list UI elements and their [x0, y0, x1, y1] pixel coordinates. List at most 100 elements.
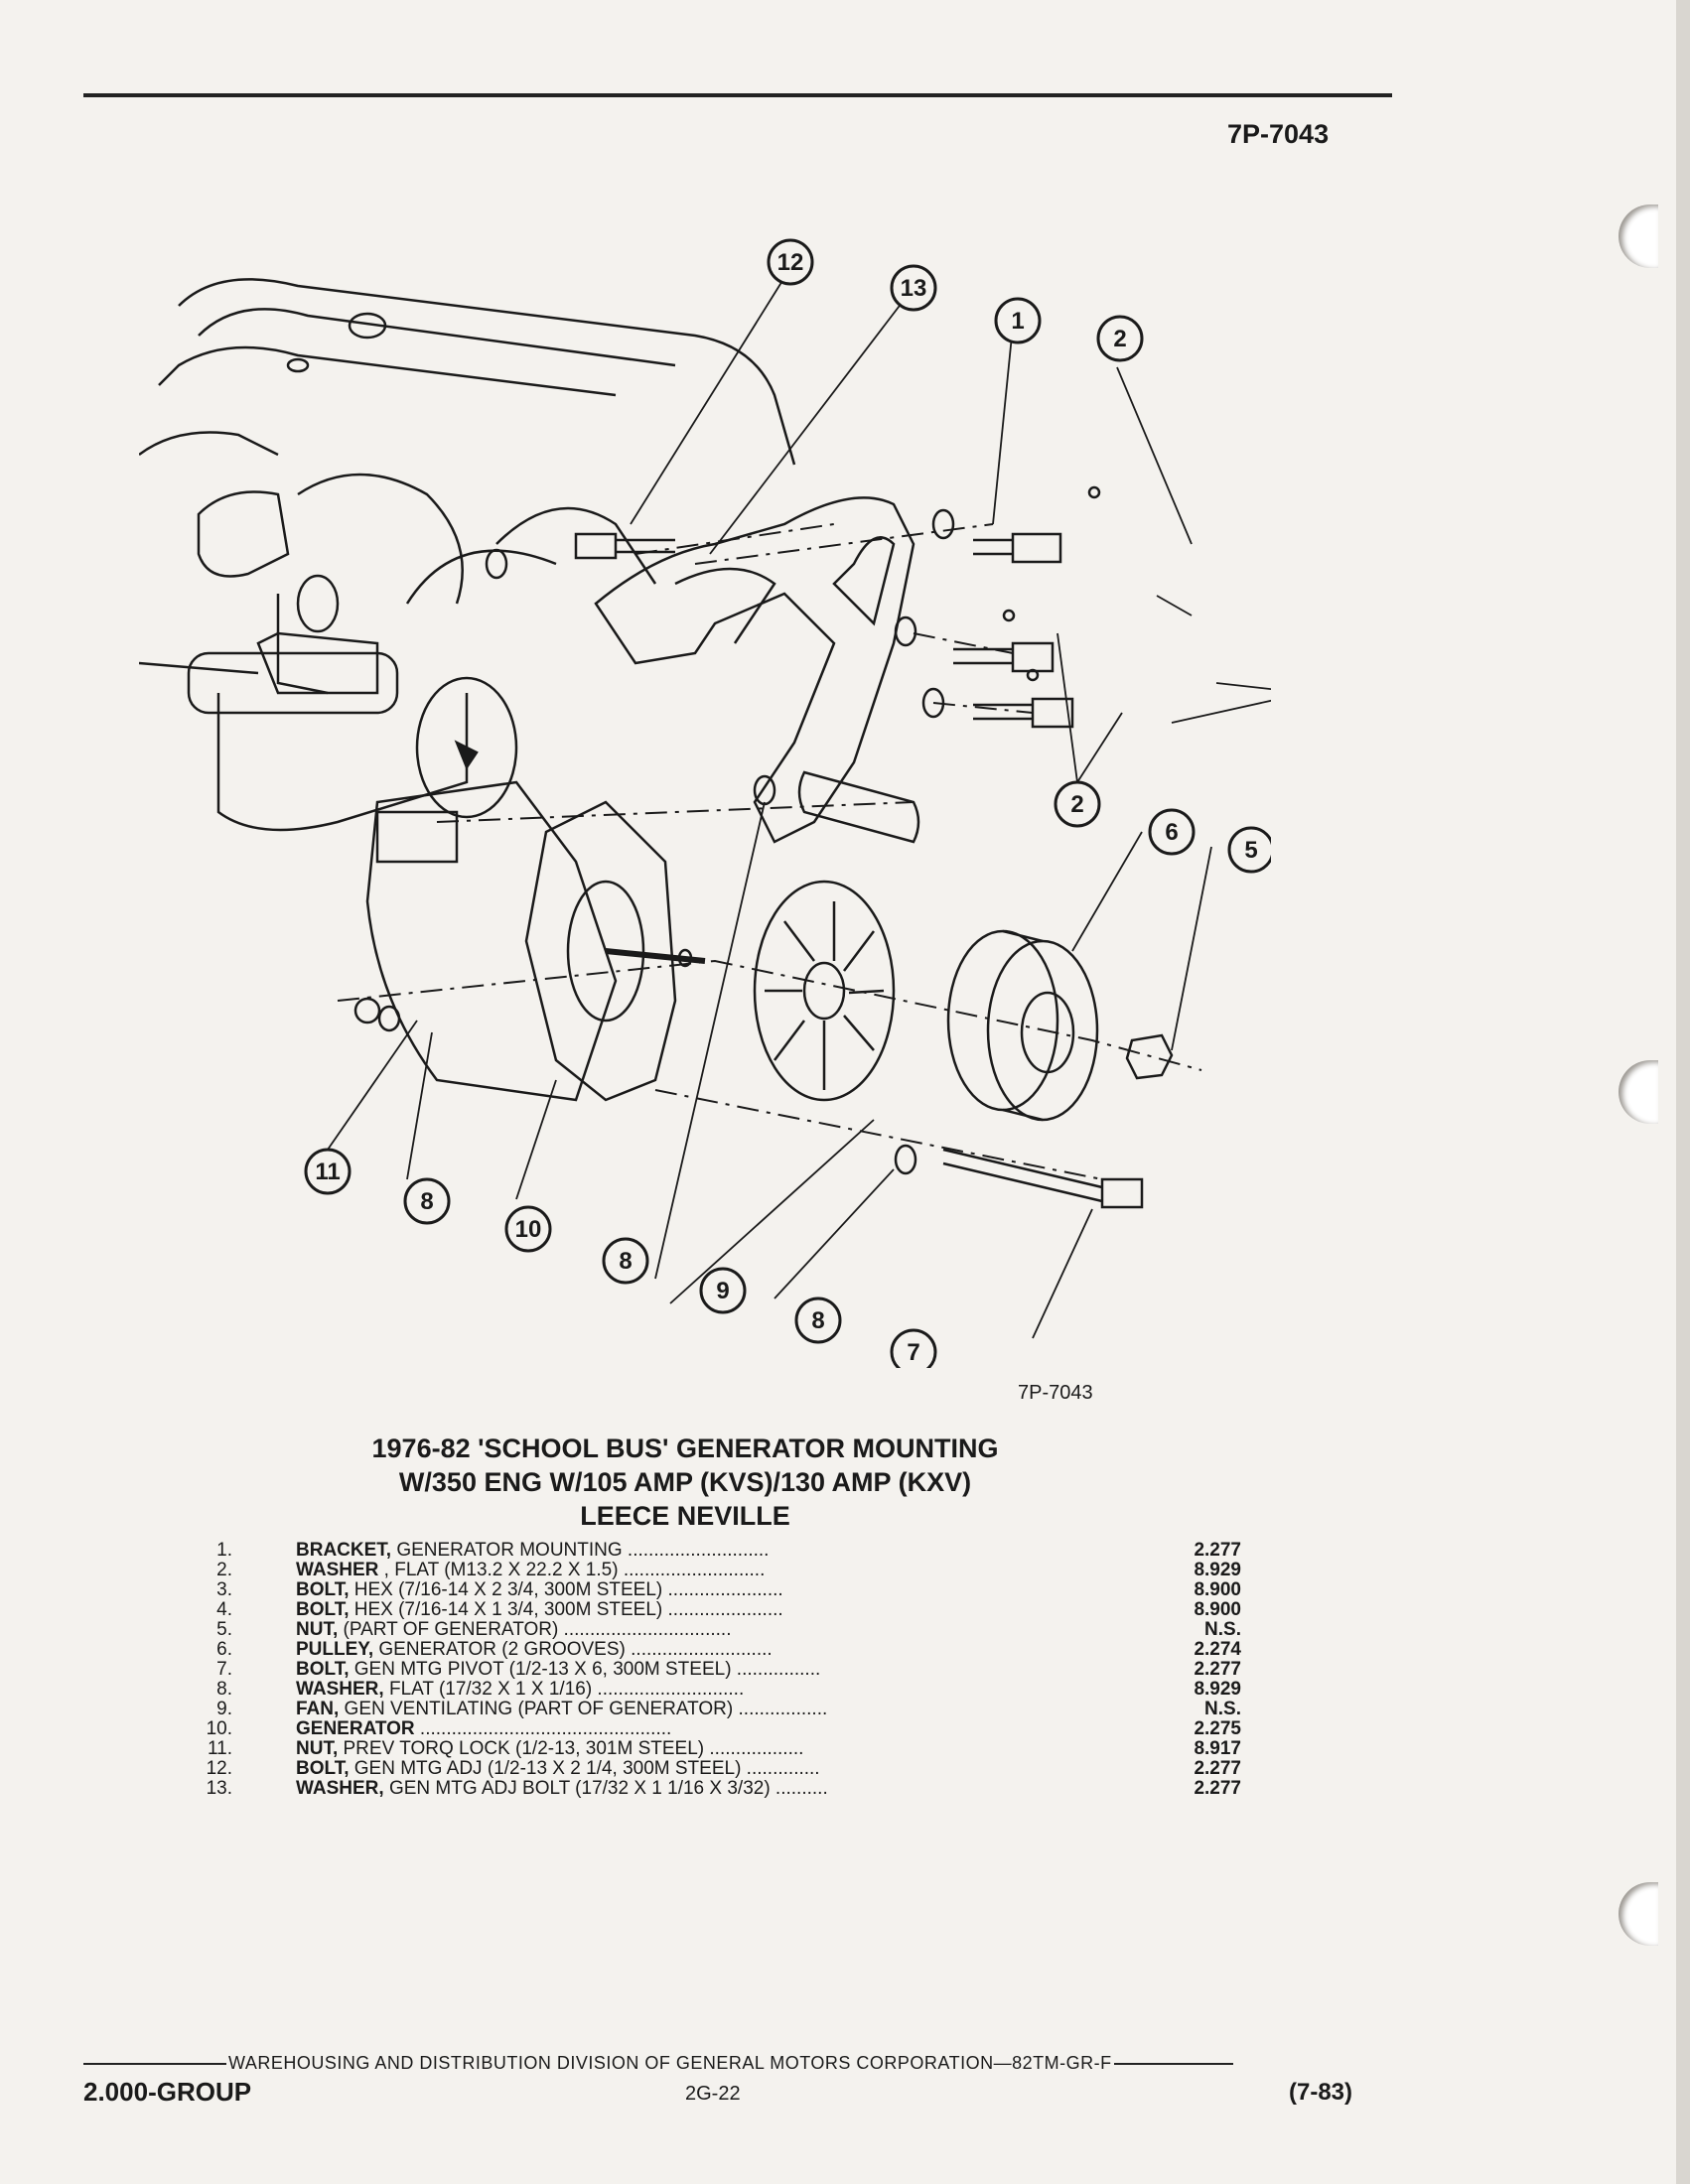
callout-circle-7 [890, 1328, 937, 1368]
callout-8-right: 8 [811, 1307, 824, 1334]
footer-dash-right [1113, 2062, 1233, 2065]
part-detail: GENERATOR MOUNTING [391, 1541, 623, 1561]
part-number: 1. [216, 1540, 232, 1561]
part-name: BOLT, [296, 1580, 350, 1600]
parts-row: 4.BOLT, HEX (7/16-14 X 1 3/4, 300M STEEL… [169, 1600, 1241, 1620]
part-group-code: 2.277 [1194, 1758, 1241, 1779]
engine-block-drawing [139, 278, 796, 832]
part-number: 2. [216, 1560, 232, 1580]
part-description: NUT, (PART OF GENERATOR) ...............… [296, 1620, 1176, 1640]
part-description: NUT, PREV TORQ LOCK (1/2-13, 301M STEEL)… [296, 1739, 1176, 1759]
part-leader-dots: .............. [741, 1759, 820, 1779]
part-detail: GEN MTG ADJ (1/2-13 X 2 1/4, 300M STEEL) [349, 1759, 742, 1779]
part-leader-dots: ................ [731, 1660, 821, 1680]
part-leader-dots: ........................... [625, 1640, 773, 1660]
part-detail: GEN MTG ADJ BOLT (17/32 X 1 1/16 X 3/32) [383, 1779, 771, 1799]
callout-5: 5 [1244, 837, 1257, 864]
bracket-drawing [594, 485, 1101, 844]
part-leader-dots: .................. [704, 1739, 804, 1759]
part-name: BOLT, [296, 1660, 350, 1680]
part-name: WASHER, [296, 1779, 384, 1799]
callout-circle-2-top [1096, 315, 1144, 362]
callout-circle-11 [304, 1148, 352, 1195]
part-detail: (PART OF GENERATOR) [338, 1620, 559, 1640]
binder-hole-bottom [1619, 1882, 1658, 1946]
callout-1: 1 [1011, 308, 1024, 335]
callout-circle-8-left [403, 1177, 451, 1225]
part-description: GENERATOR ..............................… [296, 1719, 1176, 1739]
part-description: WASHER , FLAT (M13.2 X 22.2 X 1.5) .....… [296, 1561, 1176, 1580]
group-label: 2.000-GROUP [83, 2077, 252, 2107]
part-detail: GEN VENTILATING (PART OF GENERATOR) [339, 1700, 734, 1719]
part-group-code: 8.917 [1194, 1738, 1241, 1759]
part-name: PULLEY, [296, 1640, 374, 1660]
part-leader-dots: ........................... [618, 1561, 766, 1580]
callout-11: 11 [315, 1159, 340, 1185]
part-description: BRACKET, GENERATOR MOUNTING ............… [296, 1541, 1176, 1561]
parts-row: 7.BOLT, GEN MTG PIVOT (1/2-13 X 6, 300M … [169, 1660, 1241, 1680]
part-number: 11. [207, 1738, 232, 1759]
callout-circle-1 [994, 297, 1042, 344]
part-name: WASHER, [296, 1680, 384, 1700]
pulley-drawing [946, 929, 1099, 1122]
part-group-code: 2.277 [1194, 1778, 1241, 1799]
parts-row: 1. BRACKET, GENERATOR MOUNTING ..........… [169, 1541, 1241, 1561]
alignment-lines [337, 523, 1202, 1180]
part-number: 6. [216, 1639, 232, 1660]
callout-2-bottom: 2 [1070, 791, 1083, 818]
part-description: BOLT, HEX (7/16-14 X 2 3/4, 300M STEEL) … [296, 1580, 1176, 1600]
footer-text: WAREHOUSING AND DISTRIBUTION DIVISION OF… [228, 2053, 1112, 2073]
part-group-code: 2.275 [1194, 1718, 1241, 1739]
binder-hole-top [1619, 205, 1658, 268]
part-description: WASHER, GEN MTG ADJ BOLT (17/32 X 1 1/16… [296, 1779, 1176, 1799]
part-number: 13. [206, 1778, 232, 1799]
section-title: 1976-82 'SCHOOL BUS' GENERATOR MOUNTING … [238, 1432, 1132, 1533]
parts-row: 12.BOLT, GEN MTG ADJ (1/2-13 X 2 1/4, 30… [169, 1759, 1241, 1779]
parts-row: 9.FAN, GEN VENTILATING (PART OF GENERATO… [169, 1700, 1241, 1719]
part-detail: GEN MTG PIVOT (1/2-13 X 6, 300M STEEL) [349, 1660, 732, 1680]
parts-row: 2. WASHER , FLAT (M13.2 X 22.2 X 1.5) ...… [169, 1561, 1241, 1580]
header-rule [83, 93, 1392, 97]
part-name: BOLT, [296, 1600, 350, 1620]
callout-labels: 12 13 1 2 3 4 2 6 5 11 8 10 8 9 8 7 [315, 249, 1257, 1366]
bolts-drawing [574, 532, 1144, 1209]
callout-10: 10 [515, 1216, 542, 1243]
page-reference-code: 7P-7043 [1227, 119, 1330, 149]
part-name: NUT, [296, 1739, 339, 1759]
callout-8-left: 8 [420, 1188, 433, 1215]
footer-dash-left [83, 2062, 226, 2065]
part-group-code: 2.274 [1194, 1639, 1241, 1660]
parts-list: 1. BRACKET, GENERATOR MOUNTING ..........… [169, 1541, 1241, 1799]
spacer-drawing [797, 770, 920, 844]
part-detail: , FLAT (M13.2 X 22.2 X 1.5) [378, 1561, 619, 1580]
callout-6: 6 [1165, 819, 1178, 846]
part-group-code: 8.929 [1194, 1679, 1241, 1700]
part-number: 3. [216, 1579, 232, 1600]
binder-hole-middle [1619, 1060, 1658, 1124]
part-name: FAN, [296, 1700, 340, 1719]
callout-circle-6 [1148, 808, 1196, 856]
page-edge [1676, 0, 1690, 2184]
callout-circle-8-middle [602, 1237, 649, 1285]
part-number: 8. [216, 1679, 232, 1700]
part-description: WASHER, FLAT (17/32 X 1 X 1/16) ........… [296, 1680, 1176, 1700]
parts-row: 5. NUT, (PART OF GENERATOR) .............… [169, 1620, 1241, 1640]
revision-date: (7-83) [1289, 2079, 1353, 2106]
parts-row: 3. BOLT, HEX (7/16-14 X 2 3/4, 300M STEEL… [169, 1580, 1241, 1600]
generator-drawing [353, 780, 706, 1102]
parts-row: 11. NUT, PREV TORQ LOCK (1/2-13, 301M STE… [169, 1739, 1241, 1759]
part-group-code: 8.900 [1194, 1579, 1241, 1600]
parts-row: 10.GENERATOR ...........................… [169, 1719, 1241, 1739]
callout-circle-10 [504, 1205, 552, 1253]
part-leader-dots: .......... [770, 1779, 828, 1799]
callout-2-top: 2 [1113, 326, 1126, 352]
part-number: 5. [216, 1619, 232, 1640]
part-name: GENERATOR [296, 1719, 415, 1739]
part-name: WASHER [296, 1561, 379, 1580]
part-group-code: 8.900 [1194, 1599, 1241, 1620]
part-leader-dots: ................. [733, 1700, 828, 1719]
part-description: PULLEY, GENERATOR (2 GROOVES) ..........… [296, 1640, 1176, 1660]
part-group-code: 8.929 [1194, 1560, 1241, 1580]
part-group-code: 2.277 [1194, 1659, 1241, 1680]
